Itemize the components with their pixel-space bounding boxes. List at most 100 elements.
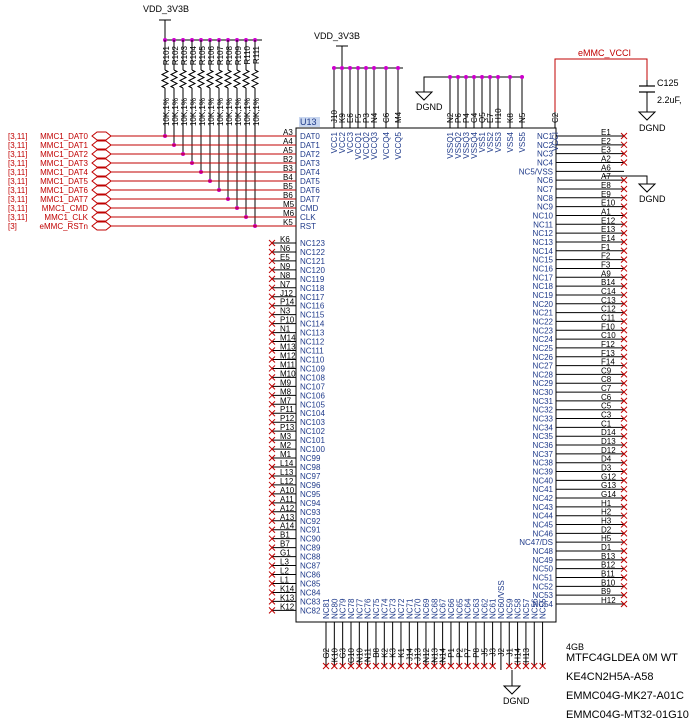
pin-name: DAT3: [300, 159, 320, 168]
vcci-net: [554, 58, 648, 112]
pin-number: D3: [601, 464, 612, 473]
resistor-value: 10K,1%: [162, 98, 171, 126]
power-junction: [356, 66, 360, 70]
pin-name: NC59: [505, 598, 514, 619]
no-connect-mark: [422, 662, 430, 670]
dgnd-symbol-vss: [414, 91, 434, 101]
resistor-body: [250, 69, 260, 89]
pin-name: NC96: [300, 481, 321, 490]
pin-name: NC109: [300, 364, 325, 373]
pin-number: C8: [601, 375, 612, 384]
pin-name: NC60/VSS: [497, 580, 506, 619]
pin-name: NC48: [533, 547, 554, 556]
pin-name: NC6: [537, 176, 554, 185]
pin-number: H3: [601, 517, 612, 526]
no-connect-mark: [364, 662, 372, 670]
pin-name: NC34: [533, 423, 554, 432]
no-connect-mark: [268, 535, 276, 543]
no-connect-mark: [620, 397, 628, 405]
pin-number: J12: [280, 289, 293, 298]
pin-number: L3: [280, 558, 289, 567]
pin-name: NC41: [533, 485, 554, 494]
no-connect-mark: [620, 203, 628, 210]
pin-number: B7: [280, 540, 290, 549]
no-connect-mark: [620, 132, 628, 140]
pin-name: NC118: [300, 284, 325, 293]
no-connect-mark: [620, 441, 628, 449]
pin-name: NC53: [533, 591, 554, 600]
no-connect-mark: [268, 374, 276, 381]
pin-name: NC43: [533, 503, 554, 512]
pin-number: N1: [280, 325, 291, 334]
no-connect-mark: [268, 454, 276, 462]
no-connect-mark: [268, 266, 276, 274]
net-label: MMC1_DAT2: [40, 150, 88, 159]
resistor-body: [223, 69, 233, 89]
cap-value: 2.2uF,: [657, 95, 682, 105]
no-connect-mark: [268, 400, 276, 408]
pin-number: E12: [601, 216, 616, 225]
resistor-body: [169, 69, 179, 89]
ic-body: [295, 127, 557, 623]
pin-number: K10: [330, 647, 339, 662]
no-connect-mark: [620, 379, 628, 387]
pin-number: M7: [280, 396, 292, 405]
pin-number: H13: [522, 647, 531, 662]
no-connect-mark: [620, 265, 628, 272]
pin-name: VSSQ4: [470, 131, 479, 158]
pin-name: NC87: [300, 562, 321, 571]
pin-number: G12: [601, 472, 617, 481]
pin-number: A1: [601, 207, 611, 216]
pin-number: E2: [601, 137, 611, 146]
pin-name: NC69: [422, 598, 431, 619]
resistor-body: [232, 69, 242, 89]
power-junction: [508, 75, 512, 79]
pin-number: A11: [280, 495, 294, 504]
no-connect-mark: [268, 418, 276, 426]
pin-name: NC30: [533, 388, 554, 397]
pin-name: NC81: [322, 598, 331, 619]
pin-name: VSSQ1: [446, 131, 455, 158]
net-label: MMC1_DAT3: [40, 159, 88, 168]
pin-number: A13: [280, 513, 295, 522]
no-connect-mark: [620, 388, 628, 396]
pin-name: NC67: [439, 598, 448, 619]
pin-name: NC35: [533, 432, 554, 441]
part-number-1: MTFC4GLDEA 0M WT: [566, 652, 678, 664]
pin-number: M10: [280, 369, 296, 378]
no-connect-mark: [268, 481, 276, 489]
no-connect-mark: [464, 662, 471, 670]
no-connect-mark: [268, 508, 276, 516]
pin-name: NC117: [300, 293, 325, 302]
pin-number: L14: [280, 459, 294, 468]
pin-number: A4: [283, 137, 293, 146]
no-connect-mark: [620, 291, 628, 299]
pin-number: K12: [280, 602, 295, 611]
pin-number: J3: [489, 647, 498, 656]
dgnd-symbol-nc5: [637, 183, 657, 193]
pin-name: NC15: [533, 256, 554, 265]
pin-number: A9: [601, 269, 611, 278]
pin-name: NC71: [405, 598, 414, 619]
pin-name: NC78: [347, 598, 356, 619]
power-junction: [384, 66, 388, 70]
pin-number: C4: [470, 112, 479, 123]
pin-number: F12: [601, 340, 615, 349]
pin-number: M3: [280, 432, 292, 441]
pin-name: NC89: [300, 544, 321, 553]
pin-number: N3: [280, 307, 291, 316]
pin-name: NC9: [537, 203, 554, 212]
pin-number: K2: [380, 647, 389, 657]
no-connect-mark: [472, 662, 480, 670]
no-connect-mark: [620, 468, 628, 475]
pin-name: NC122: [300, 248, 325, 257]
no-connect-mark: [620, 229, 628, 237]
pin-number: E9: [601, 190, 611, 199]
pin-number: D13: [601, 437, 616, 446]
no-connect-mark: [620, 494, 628, 502]
pin-number: B14: [601, 278, 616, 287]
pin-number: M2: [280, 441, 292, 450]
pin-name: NC88: [300, 553, 321, 562]
pin-name: NC119: [300, 275, 325, 284]
pin-number: J5: [480, 647, 489, 656]
